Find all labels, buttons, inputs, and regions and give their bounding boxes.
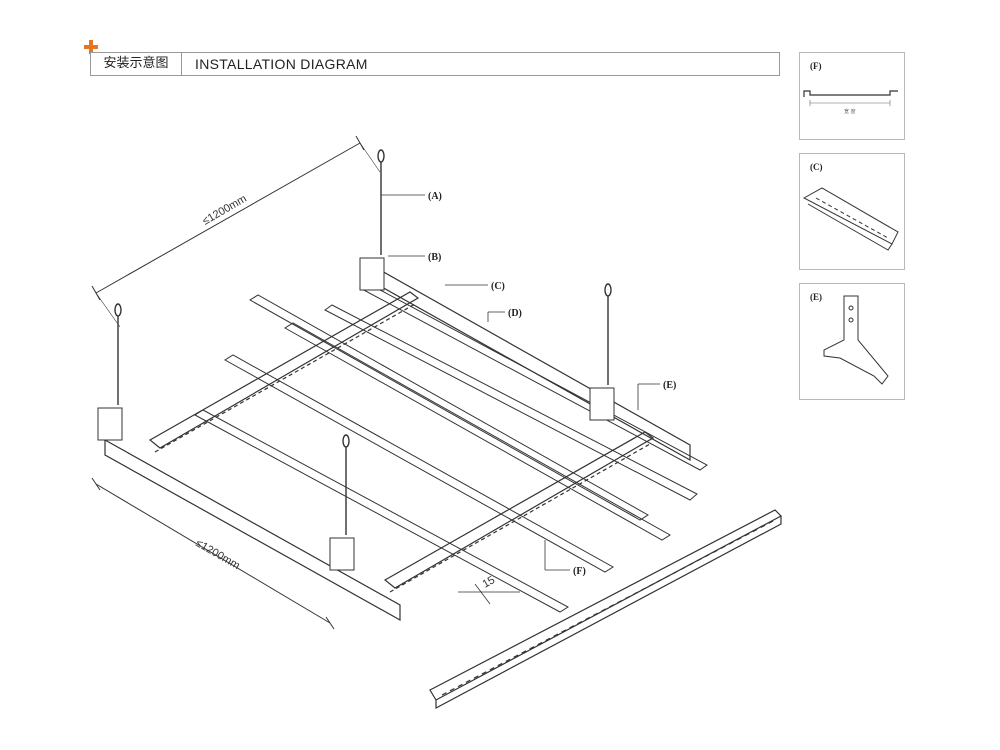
detail-f-label: (F)	[810, 61, 822, 71]
panel-width-caption: 宽 度	[844, 108, 856, 115]
loose-strip-carrier	[429, 509, 782, 709]
hanger-brackets	[97, 257, 615, 571]
panel-profile-drawing: 宽 度	[803, 90, 898, 115]
bottom-dimension-line	[91, 477, 335, 630]
plus-icon	[84, 40, 98, 54]
bottom-span-dimension: ≤1200mm	[194, 537, 242, 572]
gap-dimension: 15	[481, 574, 498, 591]
callout-a-label: (A)	[428, 191, 442, 202]
detail-panel-f: (F) 宽 度	[799, 52, 905, 140]
detail-e-label: (E)	[810, 292, 822, 302]
header-bar: 安装示意图 INSTALLATION DIAGRAM	[90, 52, 780, 76]
callout-f-label: (F)	[573, 566, 586, 577]
callout-c-label: (C)	[491, 281, 505, 292]
connection-clip-drawing	[823, 295, 889, 385]
strip-carrier-channels	[148, 291, 655, 593]
callout-e-label: (E)	[663, 380, 676, 391]
carrier-channel-drawing	[802, 187, 899, 251]
top-dimension-line	[91, 135, 381, 328]
callout-leaders	[381, 194, 660, 605]
hanger-rods	[114, 149, 612, 535]
callout-d-label: (D)	[508, 308, 522, 319]
header-tag: 安装示意图	[91, 53, 182, 75]
detail-c-label: (C)	[810, 162, 823, 172]
ceiling-panels	[194, 282, 708, 613]
callout-b-label: (B)	[428, 252, 441, 263]
detail-clip-e: (E)	[799, 283, 905, 400]
detail-carrier-c: (C)	[799, 153, 905, 270]
ceiling-assembly-drawing: (A) (B) (C) (D) (E) (F) ≤1200mm ≤1200mm …	[91, 135, 782, 709]
page-title: INSTALLATION DIAGRAM	[195, 56, 368, 72]
